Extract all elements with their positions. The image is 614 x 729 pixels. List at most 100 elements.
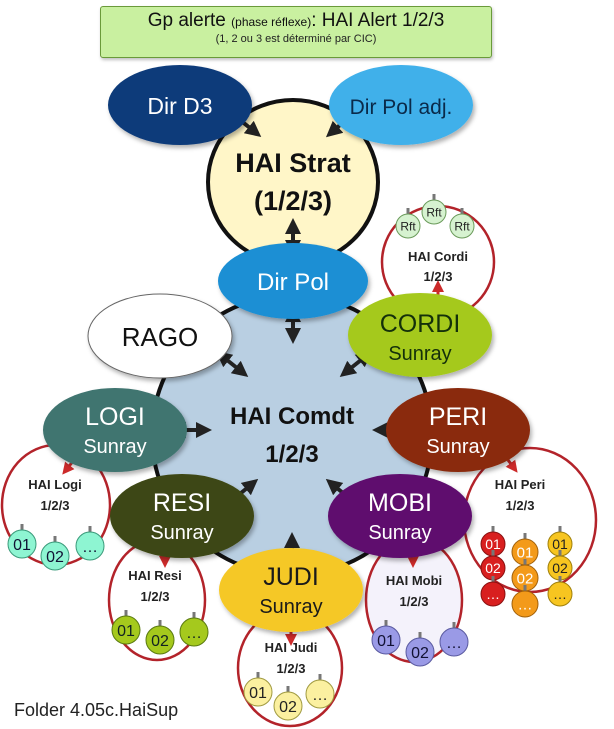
footer-label: Folder 4.05c.HaiSup: [14, 700, 179, 720]
peri-red-3-circle: [480, 581, 506, 607]
resi-unit-2: 02: [145, 620, 175, 655]
cordi-rft-3-pin: [460, 208, 464, 215]
header-subtitle: (1, 2 ou 3 est déterminé par CIC): [215, 33, 377, 45]
arrow-rago-comdt: [215, 351, 249, 377]
cordi-label: CORDI: [380, 310, 461, 338]
peri-orange-1: 01: [511, 533, 539, 566]
mobi-unit-1-circle: [371, 625, 401, 655]
rago-node: [87, 293, 233, 379]
resi-unit-2-circle: [145, 625, 175, 655]
hai-resi-level: 1/2/3: [141, 589, 170, 604]
logi-unit-3-label: …: [82, 539, 98, 556]
hai-strat-label-1: HAI Strat: [235, 148, 351, 178]
header-title-main: HAI Alert 1/2/3: [321, 10, 445, 31]
mobi-unit-2: 02: [405, 632, 435, 667]
peri-red-1-pin: [491, 526, 495, 533]
logi-unit-2-pin: [53, 536, 57, 543]
resi-unit-3: …: [179, 612, 209, 647]
mobi-unit-3-pin: [452, 622, 456, 629]
cordi-node: [348, 293, 492, 377]
judi-unit-2-pin: [286, 686, 290, 693]
resi-unit-1-pin: [124, 610, 128, 617]
hai-logi-level: 1/2/3: [41, 498, 70, 513]
header-box: Gp alerte (phase réflexe): HAI Alert 1/2…: [100, 6, 492, 58]
peri-yellow-3-circle: [547, 581, 573, 607]
logi-unit-1-label: 01: [13, 537, 31, 554]
mobi-unit-3-label: …: [446, 635, 462, 652]
peri-red-1: 01: [480, 526, 506, 557]
mobi-unit-1-label: 01: [377, 633, 395, 650]
judi-unit-1-pin: [256, 672, 260, 679]
mobi-unit-3-circle: [439, 627, 469, 657]
hai-cordi-level: 1/2/3: [424, 269, 453, 284]
judi-unit-3-circle: [305, 679, 335, 709]
mobi-unit-2-label: 02: [411, 645, 429, 662]
mobi-unit-1-pin: [384, 620, 388, 627]
peri-orange-1-pin: [523, 533, 527, 540]
peri-node: [386, 388, 530, 472]
logi-label: LOGI: [85, 403, 145, 431]
mobi-node: [328, 474, 472, 558]
hai-judi-label: HAI Judi: [265, 640, 318, 655]
judi-unit-2-label: 02: [279, 699, 297, 716]
logi-unit-1-pin: [20, 524, 24, 531]
dir-pol-label: Dir Pol: [257, 269, 329, 296]
resi-sunray-label: Sunray: [150, 522, 213, 544]
header-title-prefix: Gp alerte: [147, 10, 226, 31]
cordi-rft-2-circle: [421, 199, 447, 225]
resi-unit-3-circle: [179, 617, 209, 647]
resi-unit-2-pin: [158, 620, 162, 627]
logi-unit-2-label: 02: [46, 549, 64, 566]
judi-unit-3-label: …: [312, 687, 328, 704]
mobi-unit-2-circle: [405, 637, 435, 667]
peri-red-3: …: [480, 576, 506, 607]
cordi-sunray-label: Sunray: [388, 343, 451, 365]
mobi-sunray-label: Sunray: [368, 522, 431, 544]
cordi-rft-1-pin: [406, 208, 410, 215]
header-title-colon: :: [311, 10, 317, 31]
red-arrow-peri: [505, 459, 518, 473]
peri-orange-3-circle: [511, 590, 539, 618]
logi-unit-3-circle: [75, 531, 105, 561]
peri-orange-3: …: [511, 585, 539, 618]
judi-unit-3-pin: [318, 674, 322, 681]
judi-unit-2-circle: [273, 691, 303, 721]
hai-strat-label-2: (1/2/3): [254, 186, 332, 216]
logi-unit-2-circle: [40, 541, 70, 571]
judi-unit-1-label: 01: [249, 685, 267, 702]
hai-logi-label: HAI Logi: [28, 477, 81, 492]
resi-label: RESI: [153, 489, 211, 517]
peri-red-2-label: 02: [485, 560, 501, 576]
logi-node: [43, 388, 187, 472]
resi-unit-3-pin: [192, 612, 196, 619]
hai-comdt-label-2: 1/2/3: [265, 441, 318, 468]
hai-resi-label: HAI Resi: [128, 568, 181, 583]
unit-circles: RftRftRft0102…0102…0102…0102…0102…0102…0…: [7, 194, 573, 721]
hai-mobi-label: HAI Mobi: [386, 573, 442, 588]
cordi-rft-3-label: Rft: [454, 219, 470, 233]
judi-unit-1: 01: [243, 672, 273, 707]
peri-red-3-pin: [491, 576, 495, 583]
hai-cordi-label: HAI Cordi: [408, 249, 468, 264]
mobi-unit-3: …: [439, 622, 469, 657]
cordi-rft-2-pin: [432, 194, 436, 201]
dir-d3-label: Dir D3: [147, 93, 212, 119]
cordi-rft-3: Rft: [449, 208, 475, 239]
resi-node: [110, 474, 254, 558]
resi-unit-1: 01: [111, 610, 141, 645]
resi-unit-3-label: …: [186, 625, 202, 642]
judi-sunray-label: Sunray: [259, 596, 322, 618]
peri-yellow-1-label: 01: [552, 536, 568, 552]
peri-yellow-3-label: …: [553, 586, 567, 602]
peri-sunray-label: Sunray: [426, 436, 489, 458]
peri-yellow-1: 01: [547, 526, 573, 557]
dir-d3-node: [108, 65, 252, 145]
logi-sunray-label: Sunray: [83, 436, 146, 458]
mobi-unit-2-pin: [418, 632, 422, 639]
peri-yellow-3-pin: [558, 576, 562, 583]
peri-orange-3-pin: [523, 585, 527, 592]
resi-unit-1-label: 01: [117, 623, 135, 640]
hai-peri-label: HAI Peri: [495, 477, 546, 492]
